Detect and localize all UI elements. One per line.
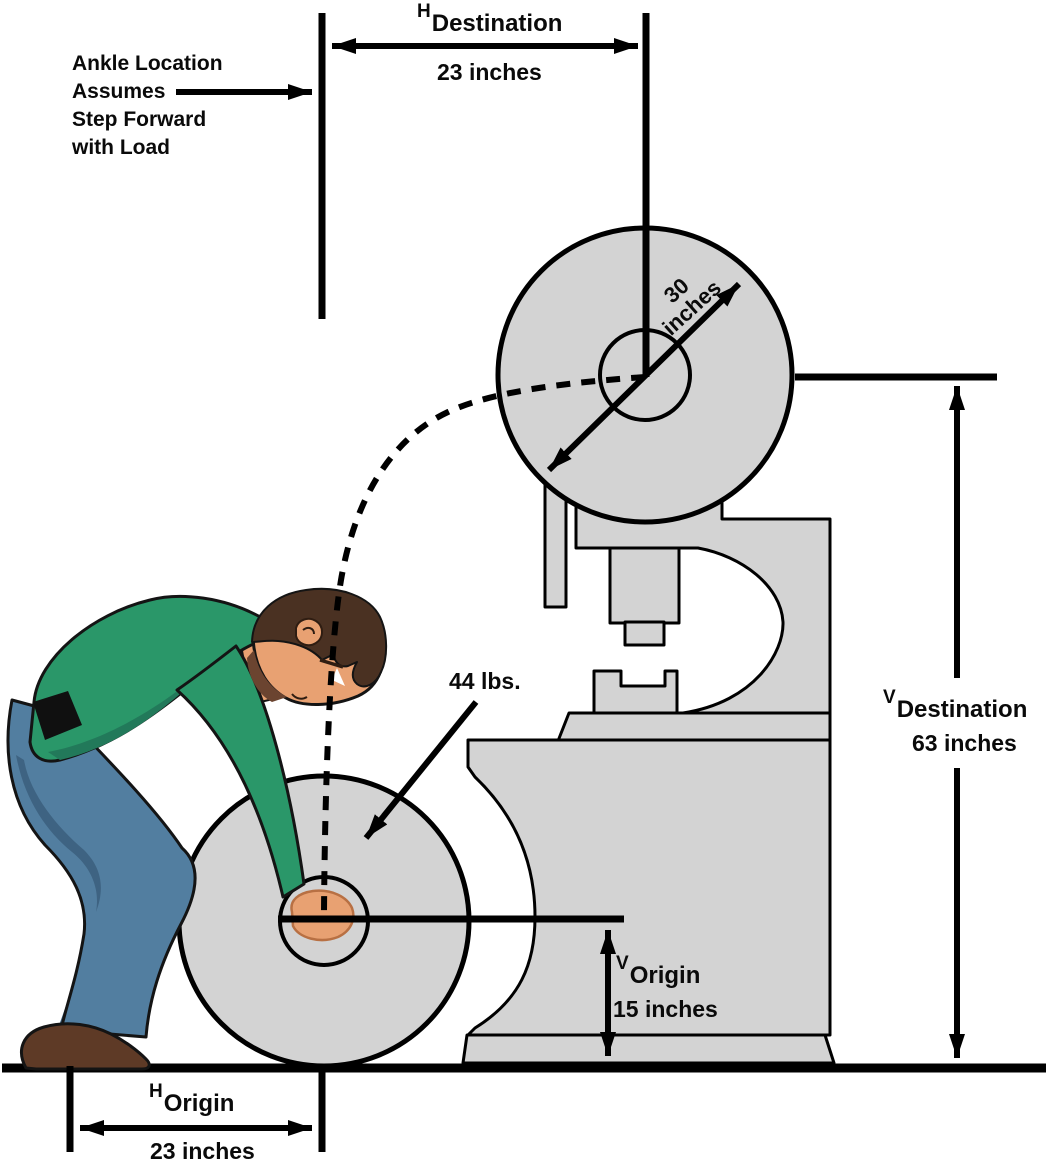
- worker-mouth: [291, 693, 308, 700]
- press-table: [556, 711, 832, 743]
- worker-hand: [290, 889, 355, 942]
- v-destination-symbol: V: [883, 687, 896, 708]
- worker-eye-highlight: [332, 668, 345, 686]
- h-origin-symbol: H: [149, 1081, 163, 1102]
- h-origin-subscript: Origin: [163, 1090, 235, 1117]
- h-destination-label: H Destination: [417, 2, 562, 36]
- worker-eyebrow: [319, 658, 344, 669]
- v-destination-subscript: Destination: [896, 696, 1028, 723]
- press-base: [461, 1033, 836, 1065]
- h-origin-value: 23 inches: [150, 1138, 255, 1164]
- h-destination-symbol: H: [417, 1, 431, 22]
- h-destination-value: 23 inches: [437, 59, 542, 85]
- ankle-note-line: Ankle Location: [72, 52, 223, 75]
- ankle-note: Ankle Location Assumes Step Forward with…: [72, 50, 223, 162]
- load-weight-label: 44 lbs.: [449, 668, 521, 694]
- v-origin-value: 15 inches: [613, 996, 718, 1022]
- h-origin-label: H Origin: [149, 1082, 234, 1116]
- worker-belt: [33, 691, 82, 740]
- worker-shoe: [20, 1022, 151, 1071]
- worker-jeans: [6, 698, 197, 1039]
- v-origin-label: V Origin: [616, 954, 700, 988]
- press-ram: [608, 546, 681, 625]
- ankle-note-line: with Load: [72, 136, 170, 159]
- v-destination-value: 63 inches: [912, 730, 1017, 756]
- worker-jeans-fold: [16, 755, 101, 912]
- press-punch: [623, 620, 666, 647]
- lift-path-dashed-line: [321, 374, 646, 913]
- worker-ear: [295, 617, 323, 647]
- load-weight-arrow: [363, 700, 479, 840]
- worker-sweater-hem-shade: [48, 692, 180, 760]
- v-destination-label: V Destination: [883, 688, 1027, 722]
- v-origin-subscript: Origin: [629, 962, 701, 989]
- press-body: [466, 738, 832, 1037]
- worker-figure: [6, 587, 388, 1071]
- worker-arm: [175, 644, 306, 899]
- ankle-note-line: Assumes: [72, 80, 166, 103]
- h-destination-subscript: Destination: [431, 10, 563, 37]
- worker-neck-shadow: [247, 650, 287, 702]
- press-die: [592, 669, 679, 716]
- v-origin-symbol: V: [616, 953, 629, 974]
- ankle-note-line: Step Forward: [72, 108, 207, 131]
- worker-ear-detail: [302, 626, 315, 635]
- reel-diameter-arrow: [546, 281, 742, 473]
